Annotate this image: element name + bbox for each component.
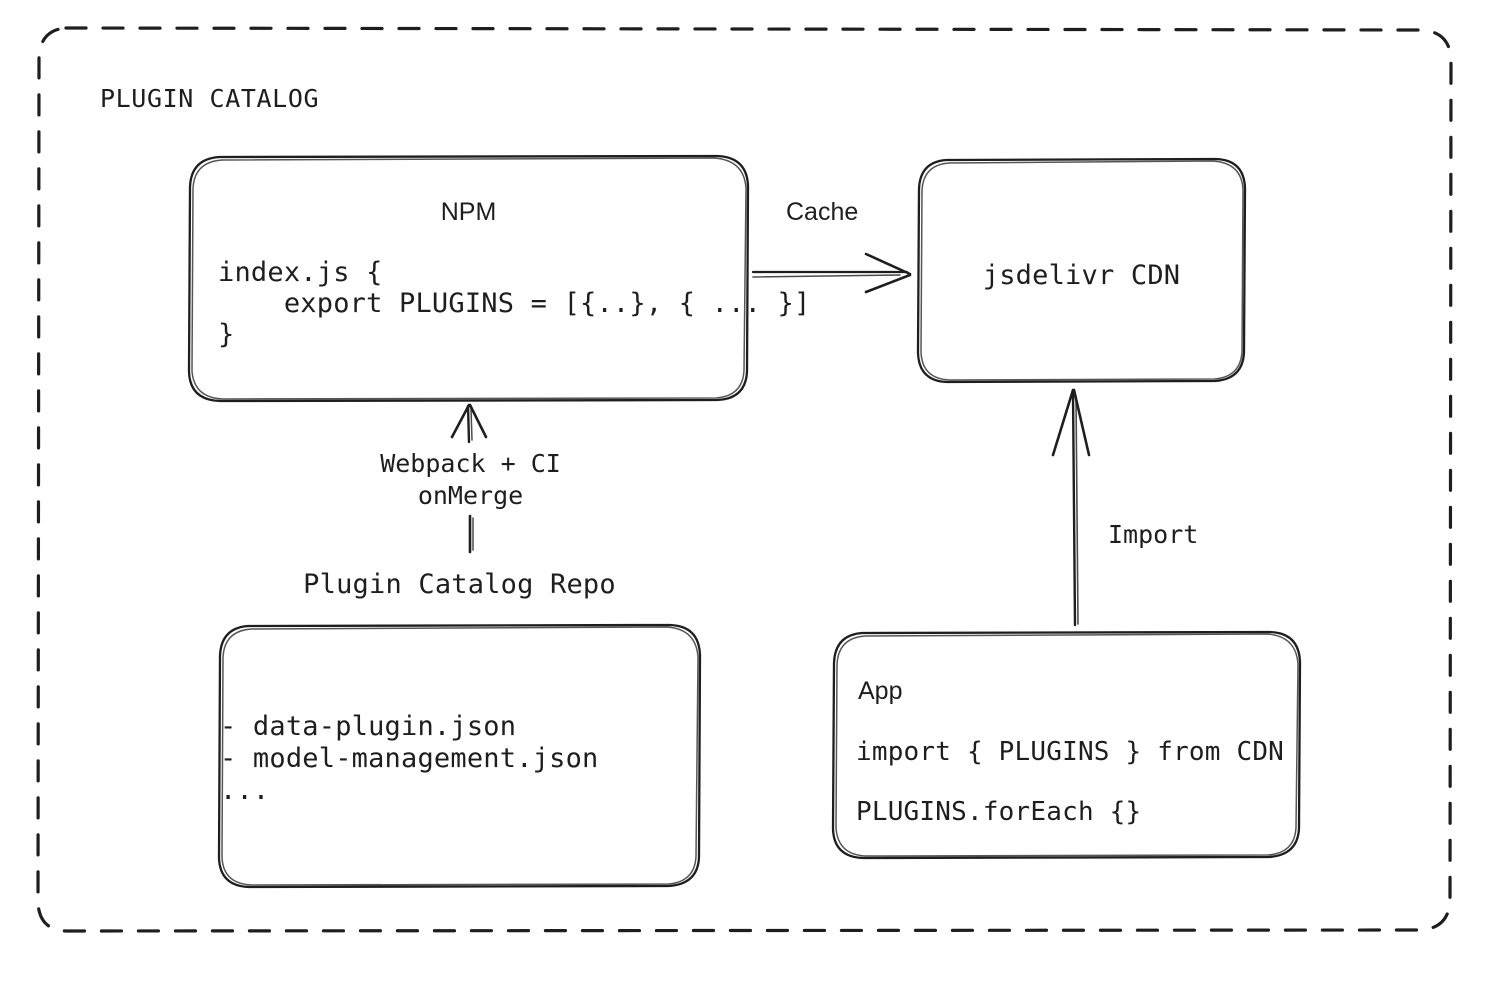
node-npm-title: NPM xyxy=(440,198,497,226)
edge-app-to-cdn xyxy=(1051,388,1091,627)
node-app-code-line-2: PLUGINS.forEach {} xyxy=(856,797,1142,827)
node-repo-file-item-3: ... xyxy=(220,775,270,806)
edge-label-webpack-ci: Webpack + CI xyxy=(380,449,561,478)
node-app-title: App xyxy=(858,677,903,705)
edge-label-import: Import xyxy=(1108,520,1199,549)
node-npm-code-line-2: export PLUGINS = [{..}, { ... }] xyxy=(218,288,811,319)
group-title-plugin-catalog: PLUGIN CATALOG xyxy=(100,84,320,113)
node-repo-title: Plugin Catalog Repo xyxy=(303,569,616,600)
node-npm-code-line-1: index.js { xyxy=(218,257,383,288)
node-app-code-line-1: import { PLUGINS } from CDN xyxy=(856,737,1285,767)
edge-label-onmerge: onMerge xyxy=(417,481,524,510)
node-repo-file-item-1: - data-plugin.json xyxy=(220,711,517,742)
node-repo-file-item-2: - model-management.json xyxy=(220,743,599,774)
node-npm-code-line-3: } xyxy=(218,319,235,350)
edge-label-cache: Cache xyxy=(786,198,859,226)
node-cdn-title: jsdelivr CDN xyxy=(982,260,1181,291)
